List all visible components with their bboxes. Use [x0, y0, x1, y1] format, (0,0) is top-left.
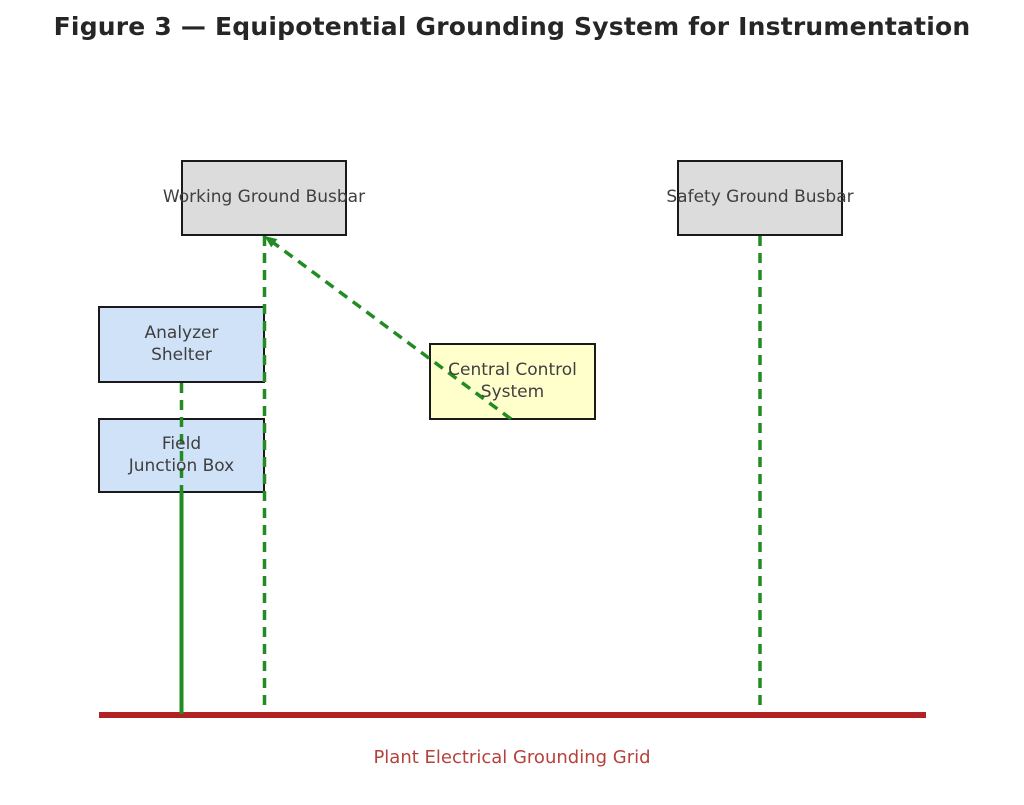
- central-control-system-label-line1: Central Control: [448, 360, 577, 381]
- grounding-grid-label: Plant Electrical Grounding Grid: [373, 747, 651, 768]
- figure-title: Figure 3 — Equipotential Grounding Syste…: [53, 12, 971, 41]
- safety-ground-busbar-label: Safety Ground Busbar: [666, 187, 854, 208]
- node-working-ground-busbar: Working Ground Busbar: [163, 160, 365, 236]
- analyzer-shelter-label-line1: Analyzer: [144, 323, 219, 344]
- working-ground-busbar-label: Working Ground Busbar: [162, 187, 366, 208]
- node-safety-ground-busbar: Safety Ground Busbar: [666, 160, 854, 236]
- field-junction-box-label-line1: Field: [161, 434, 202, 455]
- central-control-system-label-line2: System: [480, 381, 545, 402]
- node-analyzer-shelter: Analyzer Shelter: [98, 306, 265, 383]
- arrowhead-at-working-busbar-icon: [264, 236, 278, 248]
- node-central-control-system: Central Control System: [429, 343, 596, 420]
- field-junction-box-label-line2: Junction Box: [128, 455, 235, 476]
- node-field-junction-box: Field Junction Box: [98, 418, 265, 493]
- analyzer-shelter-label-line2: Shelter: [151, 344, 212, 365]
